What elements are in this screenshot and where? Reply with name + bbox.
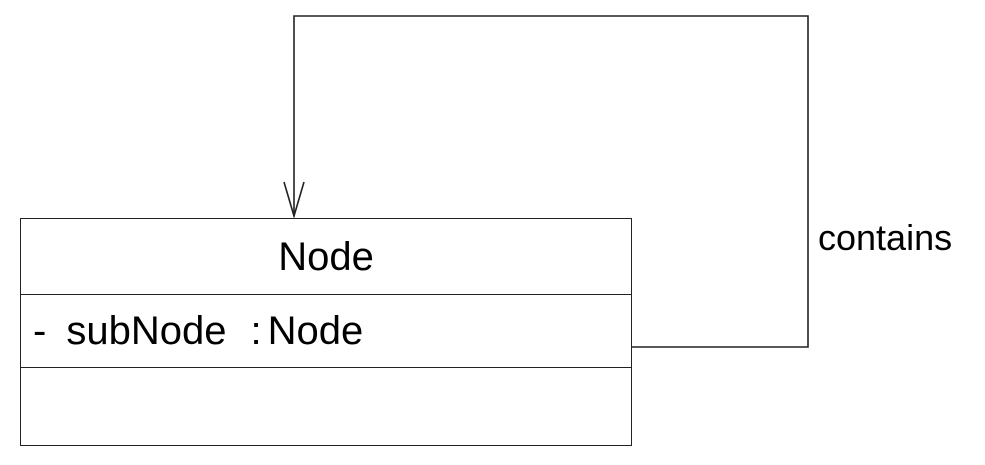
open-arrowhead-icon <box>283 181 305 219</box>
name-attributes-divider <box>21 294 631 295</box>
class-node[interactable]: Node - subNode : Node <box>20 218 632 446</box>
attribute-name: subNode <box>66 309 227 353</box>
association-label: contains <box>818 217 953 258</box>
attribute-type-separator: : <box>250 309 262 353</box>
association-line <box>293 15 809 348</box>
operations-compartment <box>21 368 631 445</box>
attribute-subnode: - subNode : Node <box>33 295 363 367</box>
attribute-visibility: - <box>33 309 47 353</box>
attributes-operations-divider <box>21 367 631 368</box>
attribute-type: Node <box>267 309 364 353</box>
class-name: Node <box>278 235 374 279</box>
